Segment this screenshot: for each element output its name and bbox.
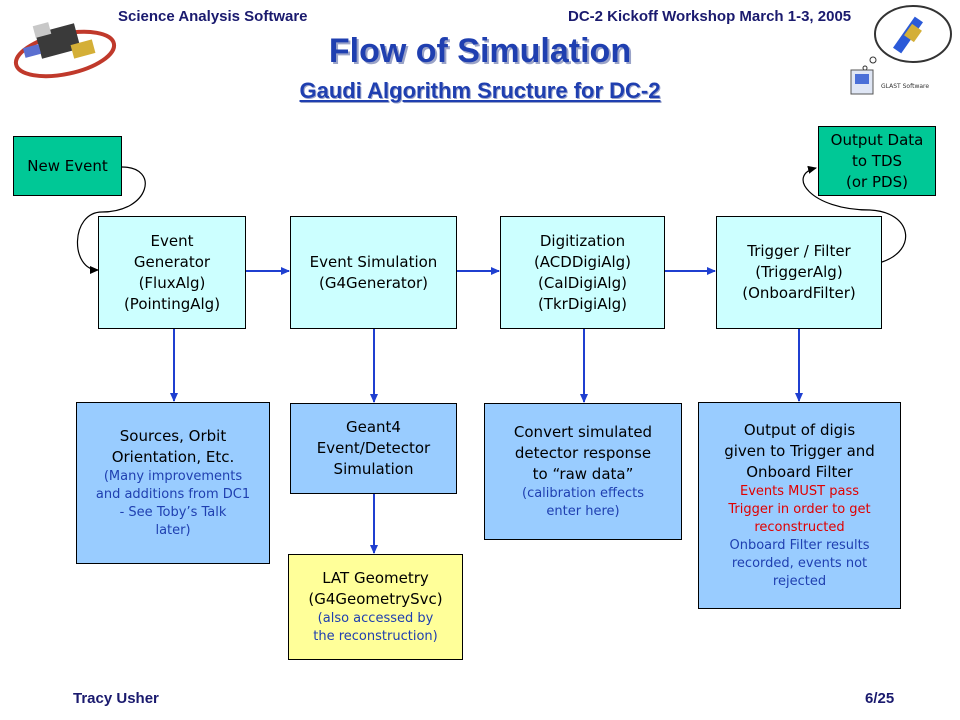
digitization-line: Digitization <box>539 231 626 250</box>
output-data-line: (or PDS) <box>846 172 908 191</box>
sources-note-line: - See Toby’s Talk <box>119 505 227 520</box>
lat-geometry-note-line: the reconstruction) <box>313 629 438 644</box>
event-simulation-line: Event Simulation <box>309 252 438 271</box>
output-data-box: Output Data to TDS (or PDS) <box>818 126 936 196</box>
page-title: Flow of Simulation <box>328 32 632 70</box>
geant4-line: Event/Detector <box>316 439 431 457</box>
sources-note-line: later) <box>155 523 191 538</box>
event-generator-box: Event Generator (FluxAlg) (PointingAlg) <box>98 216 246 329</box>
output-digis-red-line: reconstructed <box>754 520 845 535</box>
event-simulation-line: (G4Generator) <box>318 273 429 292</box>
output-data-line: Output Data <box>830 130 924 149</box>
event-generator-line: (PointingAlg) <box>123 294 221 313</box>
event-generator-line: Event <box>150 231 194 250</box>
trigger-filter-box: Trigger / Filter (TriggerAlg) (OnboardFi… <box>716 216 882 329</box>
sources-note-line: (Many improvements <box>103 469 243 484</box>
satellite-logo-icon <box>10 6 120 86</box>
new-event-box: New Event <box>13 136 122 196</box>
convert-note-line: enter here) <box>546 504 620 519</box>
digitization-line: (CalDigiAlg) <box>538 273 627 292</box>
event-simulation-box: Event Simulation (G4Generator) <box>290 216 457 329</box>
sources-box: Sources, Orbit Orientation, Etc. (Many i… <box>76 402 270 564</box>
trigger-filter-line: Trigger / Filter <box>747 242 851 260</box>
digitization-box: Digitization (ACDDigiAlg) (CalDigiAlg) (… <box>500 216 665 329</box>
header-left: Science Analysis Software <box>118 8 308 25</box>
output-data-line: to TDS <box>851 151 903 170</box>
output-digis-blue-line: Onboard Filter results <box>729 538 870 553</box>
output-digis-red-line: Trigger in order to get <box>728 502 871 517</box>
sources-main-line: Orientation, Etc. <box>111 448 235 466</box>
sources-note-line: and additions from DC1 <box>95 487 251 502</box>
output-digis-red-line: Events MUST pass <box>740 484 859 499</box>
page-subtitle: Gaudi Algorithm Sructure for DC-2 <box>299 78 661 103</box>
digitization-line: (TkrDigiAlg) <box>537 294 628 313</box>
lat-geometry-note-line: (also accessed by <box>317 611 434 626</box>
trigger-filter-line: (OnboardFilter) <box>742 284 856 302</box>
footer-page-number: 6/25 <box>865 690 895 707</box>
sources-main-line: Sources, Orbit <box>119 427 227 445</box>
convert-main-line: to “raw data” <box>532 465 634 483</box>
convert-note-line: (calibration effects <box>522 486 644 501</box>
output-digis-box: Output of digis given to Trigger and Onb… <box>698 402 901 609</box>
event-generator-line: Generator <box>133 252 211 271</box>
output-digis-blue-line: rejected <box>772 574 827 589</box>
geant4-line: Geant4 <box>346 418 401 436</box>
lat-geometry-box: LAT Geometry (G4GeometrySvc) (also acces… <box>288 554 463 660</box>
convert-main-line: Convert simulated <box>513 423 653 441</box>
output-digis-main-line: Onboard Filter <box>746 463 853 481</box>
event-generator-line: (FluxAlg) <box>138 273 206 292</box>
convert-main-line: detector response <box>514 444 652 462</box>
header-right: DC-2 Kickoff Workshop March 1-3, 2005 <box>568 8 852 25</box>
trigger-filter-line: (TriggerAlg) <box>755 263 843 281</box>
convert-box: Convert simulated detector response to “… <box>484 403 682 540</box>
footer-author: Tracy Usher <box>73 690 159 707</box>
glast-software-logo-icon: GLAST Software <box>845 2 955 102</box>
output-digis-blue-line: recorded, events not <box>731 556 868 571</box>
digitization-line: (ACDDigiAlg) <box>533 252 632 271</box>
new-event-label: New Event <box>27 156 108 175</box>
lat-geometry-main-line: (G4GeometrySvc) <box>308 590 443 608</box>
svg-text:GLAST Software: GLAST Software <box>881 83 929 90</box>
output-digis-main-line: Output of digis <box>743 421 856 439</box>
lat-geometry-main-line: LAT Geometry <box>322 569 429 587</box>
geant4-line: Simulation <box>333 460 414 478</box>
output-digis-main-line: given to Trigger and <box>724 442 875 460</box>
loop-arrow-new-event <box>76 166 146 274</box>
loop-arrow-to-output <box>802 165 907 263</box>
geant4-box: Geant4 Event/Detector Simulation <box>290 403 457 494</box>
